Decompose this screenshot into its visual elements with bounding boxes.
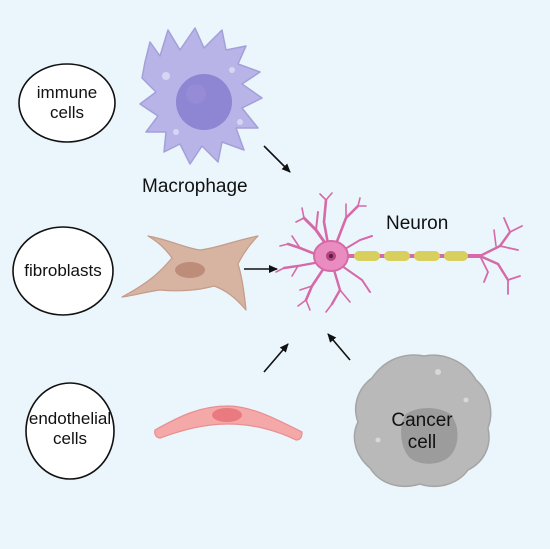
immune-cells-label: immune cells	[30, 83, 104, 122]
arrow-macrophage-to-neuron	[263, 145, 291, 173]
arrow-endothelial-to-neuron	[263, 343, 289, 373]
fibroblasts-label: fibroblasts	[24, 261, 102, 280]
cancer-cell-label-line2: cell	[407, 431, 437, 453]
endothelial-cell-icon	[154, 405, 303, 441]
macrophage-label: Macrophage	[142, 176, 248, 197]
fibroblasts-ellipse	[12, 226, 114, 316]
macrophage-cell-icon	[139, 27, 263, 165]
cancer-cell-icon	[353, 354, 492, 488]
neuron-cell-icon	[275, 192, 523, 313]
immune-cells-label-line1: immune	[36, 83, 98, 102]
cancer-cell-label-line1: Cancer	[391, 410, 453, 431]
immune-cells-ellipse	[18, 63, 116, 143]
endothelial-cells-label-line1: endothelial	[28, 409, 112, 428]
neuron-label: Neuron	[386, 213, 449, 234]
arrow-cancer-to-neuron	[327, 333, 351, 361]
endothelial-cells-ellipse	[25, 382, 115, 480]
cancer-cell-label: Cancer cell	[380, 410, 464, 454]
endothelial-cells-label-line2: cells	[52, 428, 87, 448]
fibroblast-cell-icon	[121, 235, 259, 311]
immune-cells-label-line2: cells	[49, 102, 84, 122]
endothelial-cells-label: endothelial cells	[26, 409, 114, 448]
